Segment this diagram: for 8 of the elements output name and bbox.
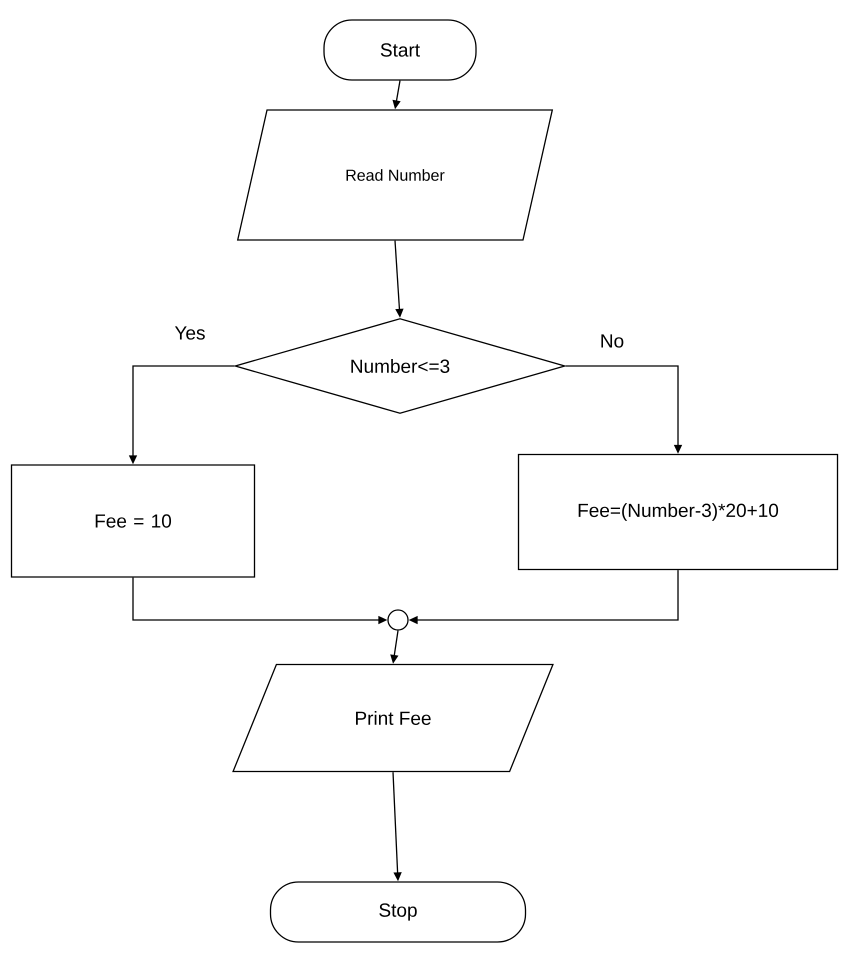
edge-label: No bbox=[598, 333, 626, 349]
stop-terminal: Stop bbox=[270, 881, 526, 943]
process-box: Fee = 10 bbox=[10, 464, 256, 578]
start-terminal: Start bbox=[323, 19, 477, 81]
connector-circle bbox=[387, 609, 409, 631]
output-parallelogram: Print Fee bbox=[232, 664, 554, 772]
process-box: Fee=(Number-3)*20+10 bbox=[518, 454, 838, 570]
edge-label: Yes bbox=[174, 325, 206, 341]
